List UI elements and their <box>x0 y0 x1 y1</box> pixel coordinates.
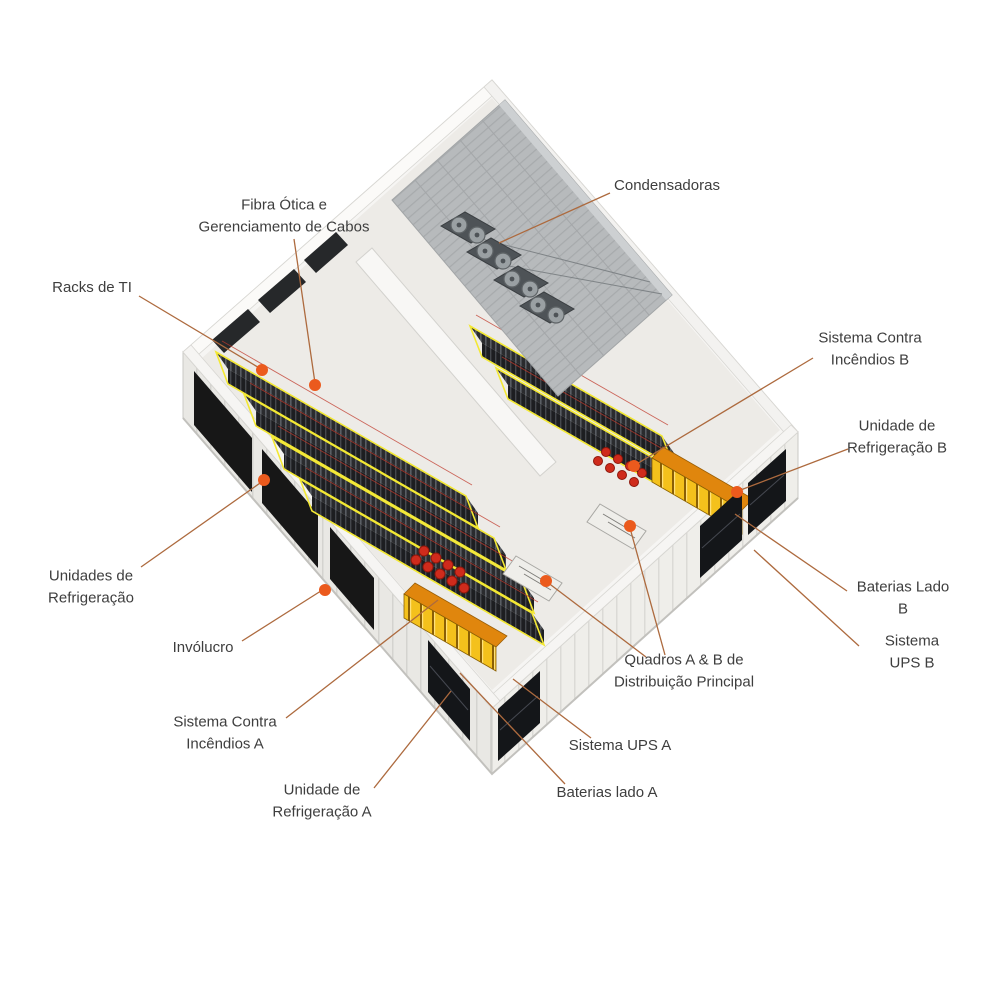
label-batteries-b: Baterias Lado B <box>856 578 950 617</box>
leader-line-it-racks <box>138 295 262 370</box>
leader-line-condensers <box>498 192 611 244</box>
roof-edge-highlight <box>499 100 672 300</box>
leader-lines <box>138 192 860 789</box>
leader-line-cooling-units <box>140 480 264 568</box>
marker-dot <box>319 584 331 596</box>
marker-dot <box>628 460 640 472</box>
leader-line-fire-a <box>285 599 439 719</box>
label-fire-b: Sistema Contra Incêndios B <box>818 329 922 368</box>
marker-dot <box>540 575 552 587</box>
label-batteries-a: Baterias lado A <box>556 784 658 802</box>
condenser-unit <box>465 237 523 270</box>
label-ups-a: Sistema UPS A <box>568 737 672 755</box>
label-condensers: Condensadoras <box>614 177 720 195</box>
marker-dots <box>256 364 743 596</box>
marker-dot <box>258 474 270 486</box>
wall-base-edge <box>182 417 799 776</box>
vent-panel <box>194 371 252 492</box>
fire-suppression-tanks-a <box>410 545 470 594</box>
label-ups-b: Sistema UPS B <box>884 632 940 671</box>
battery-bank-a <box>403 582 508 672</box>
leader-line-distribution-2 <box>546 581 647 658</box>
it-rack-rows-hall-a <box>214 350 546 647</box>
leader-line-batteries-b <box>734 513 848 592</box>
label-cooling-units: Unidades de Refrigeração <box>48 567 134 606</box>
rack-row <box>270 435 536 615</box>
condenser-unit <box>518 291 576 324</box>
fire-suppression-tanks-b <box>593 447 647 487</box>
vent-panel <box>330 527 374 630</box>
label-it-racks: Racks de TI <box>52 279 132 297</box>
center-spine-wall <box>355 247 557 477</box>
ups-panel <box>498 671 540 761</box>
label-cooling-b: Unidade de Refrigeração B <box>846 417 948 456</box>
cooling-vent-panels-west <box>194 371 374 630</box>
condenser-roof <box>391 99 673 397</box>
distribution-board <box>502 555 563 602</box>
condenser-unit <box>492 265 550 298</box>
leader-line-ups-b <box>753 549 860 647</box>
ups-panel <box>748 449 786 535</box>
leader-line-fiber <box>293 238 316 384</box>
marker-dot <box>731 486 743 498</box>
marker-dot <box>256 364 268 376</box>
ups-panel <box>428 640 470 741</box>
leader-line-cooling-a <box>373 690 452 789</box>
leader-line-fire-b <box>634 357 814 466</box>
label-main-distribution: Quadros A & B de Distribuição Principal <box>613 651 755 690</box>
cabinet <box>258 269 306 313</box>
leader-line-cooling-b <box>737 448 849 492</box>
marker-dot <box>309 379 321 391</box>
leader-line-ups-a <box>512 678 592 739</box>
ups-panels-a <box>428 640 540 761</box>
marker-dot <box>624 520 636 532</box>
label-fire-a: Sistema Contra Incêndios A <box>173 713 277 752</box>
vent-panel <box>262 449 318 568</box>
label-fiber: Fibra Ótica e Gerenciamento de Cabos <box>198 196 370 235</box>
ups-panels-b <box>700 449 786 578</box>
condenser-units <box>439 211 576 324</box>
condenser-unit <box>439 211 497 244</box>
label-cooling-a: Unidade de Refrigeração A <box>272 781 372 820</box>
leader-line-enclosure <box>241 588 325 642</box>
ups-panel <box>700 488 742 578</box>
label-enclosure: Invólucro <box>172 639 234 657</box>
leader-line-batteries-a <box>459 672 566 785</box>
cabinet <box>304 232 348 273</box>
leader-line-distribution-1 <box>629 527 666 656</box>
